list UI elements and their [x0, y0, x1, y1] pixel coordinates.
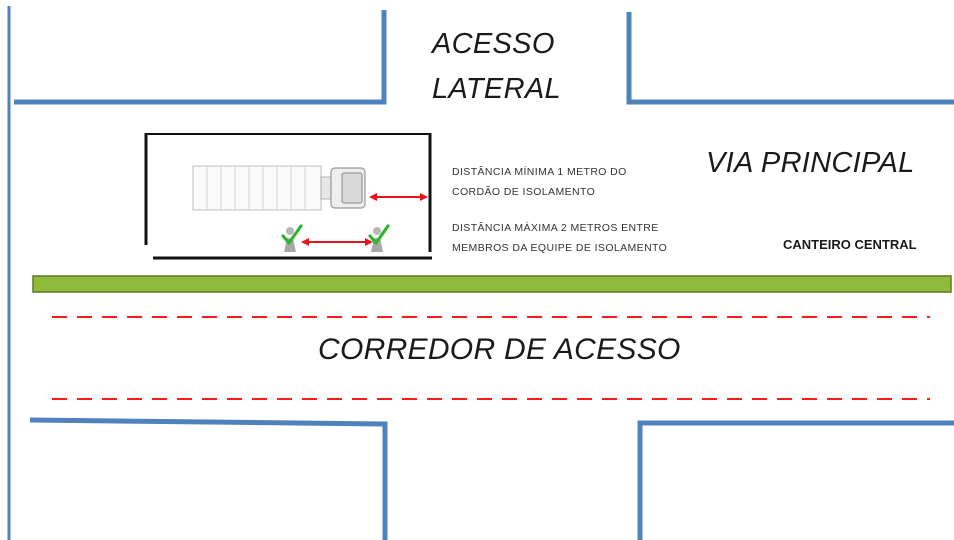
max-distance-note-line2: MEMBROS DA EQUIPE DE ISOLAMENTO — [452, 242, 668, 254]
min-distance-note-line1: DISTÂNCIA MÍNIMA 1 METRO DO — [452, 166, 627, 178]
lateral-access-label-line1: ACESSO — [432, 28, 555, 60]
bottom-left-block-edge — [29, 417, 388, 540]
top-left-block-edge — [14, 10, 387, 105]
access-corridor-label: CORREDOR DE ACESSO — [318, 333, 681, 366]
bottom-right-block-edge — [637, 420, 954, 540]
person-check-icon — [368, 224, 390, 252]
max-distance-note-line1: DISTÂNCIA MÁXIMA 2 METROS ENTRE — [452, 222, 659, 234]
min-distance-note: DISTÂNCIA MÍNIMA 1 METRO DO CORDÃO DE IS… — [452, 162, 627, 202]
central-median — [32, 275, 952, 293]
main-road-label: VIA PRINCIPAL — [706, 147, 915, 179]
max-distance-note: DISTÂNCIA MÁXIMA 2 METROS ENTRE MEMBROS … — [452, 218, 667, 258]
lateral-access-label-line2: LATERAL — [432, 73, 561, 105]
person-check-icon — [281, 224, 303, 252]
top-right-block-edge — [626, 12, 954, 105]
min-distance-note-line2: CORDÃO DE ISOLAMENTO — [452, 186, 596, 198]
central-median-label: CANTEIRO CENTRAL — [783, 237, 917, 252]
truck-icon — [192, 165, 366, 211]
